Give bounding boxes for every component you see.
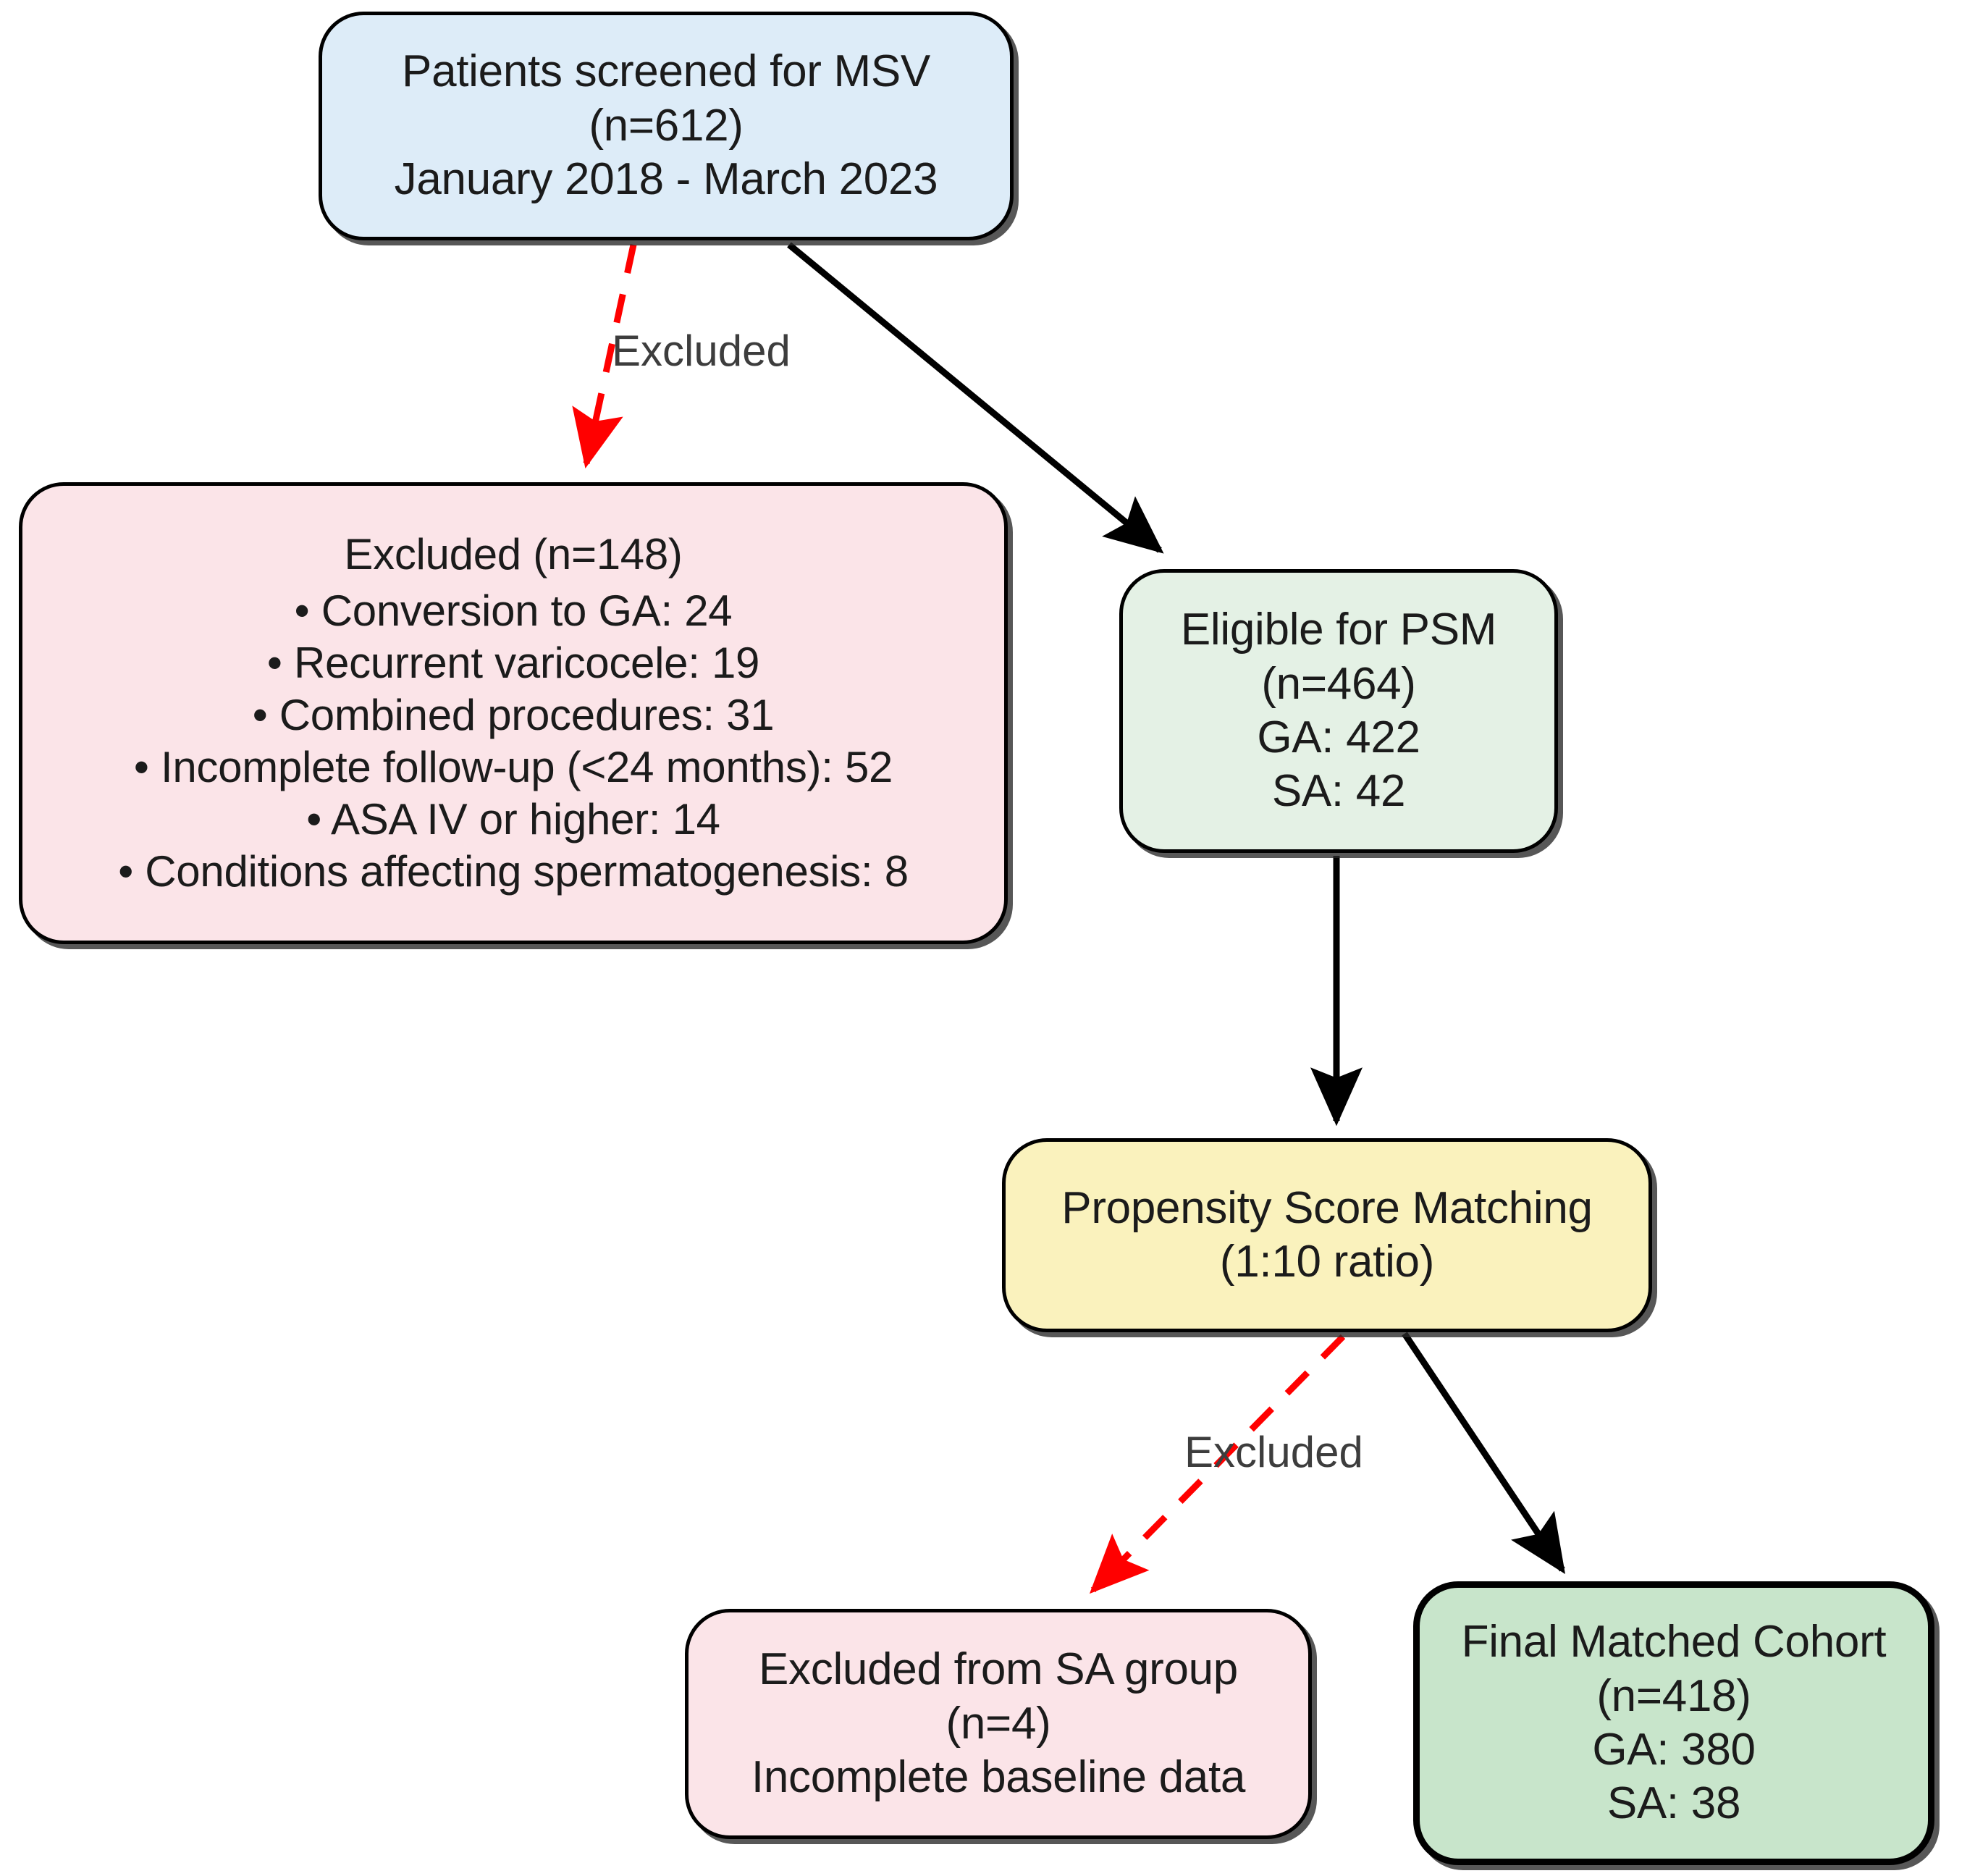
node-final-line-2: (n=418) bbox=[1596, 1670, 1751, 1721]
node-excluded-main-item-4: • Incomplete follow-up (<24 months): 52 bbox=[133, 743, 893, 791]
node-final-line-4: SA: 38 bbox=[1606, 1778, 1741, 1829]
node-propensity-score-matching[interactable]: Propensity Score Matching (1:10 ratio) bbox=[1002, 1138, 1652, 1332]
node-excluded-main-item-2: • Recurrent varicocele: 19 bbox=[266, 639, 760, 687]
node-excluded-main-item-1: • Conversion to GA: 24 bbox=[294, 586, 733, 635]
node-psm-line-1: Propensity Score Matching bbox=[1061, 1182, 1593, 1233]
node-final-line-3: GA: 380 bbox=[1592, 1725, 1756, 1775]
node-patients-screened-line-2: (n=612) bbox=[589, 100, 744, 151]
node-excluded-from-sa-group[interactable]: Excluded from SA group (n=4) Incomplete … bbox=[685, 1609, 1312, 1839]
node-eligible-line-2: (n=464) bbox=[1261, 658, 1416, 709]
node-patients-screened-line-1: Patients screened for MSV bbox=[402, 46, 930, 97]
node-final-line-1: Final Matched Cohort bbox=[1461, 1617, 1887, 1667]
node-excluded-sa-line-3: Incomplete baseline data bbox=[751, 1752, 1246, 1803]
node-eligible-line-1: Eligible for PSM bbox=[1180, 605, 1497, 655]
node-psm-line-2: (1:10 ratio) bbox=[1219, 1237, 1435, 1287]
edge-label-excluded-screened: Excluded bbox=[612, 327, 791, 375]
node-excluded-sa-line-2: (n=4) bbox=[946, 1698, 1051, 1749]
node-final-matched-cohort[interactable]: Final Matched Cohort (n=418) GA: 380 SA:… bbox=[1413, 1581, 1934, 1865]
node-excluded-main-item-5: • ASA IV or higher: 14 bbox=[306, 795, 720, 844]
node-excluded-main-title: Excluded (n=148) bbox=[344, 530, 683, 579]
edge-label-excluded-psm: Excluded bbox=[1184, 1428, 1363, 1476]
node-excluded-main-item-6: • Conditions affecting spermatogenesis: … bbox=[118, 847, 909, 896]
node-patients-screened-line-3: January 2018 - March 2023 bbox=[394, 154, 938, 205]
node-eligible-for-psm[interactable]: Eligible for PSM (n=464) GA: 422 SA: 42 bbox=[1119, 569, 1558, 853]
edge-psm-to-final bbox=[1402, 1332, 1566, 1574]
node-excluded-sa-line-1: Excluded from SA group bbox=[759, 1644, 1238, 1695]
node-patients-screened[interactable]: Patients screened for MSV (n=612) Januar… bbox=[319, 12, 1014, 240]
node-excluded-main[interactable]: Excluded (n=148) • Conversion to GA: 24 … bbox=[19, 482, 1008, 944]
node-eligible-line-4: SA: 42 bbox=[1271, 766, 1406, 817]
node-excluded-main-item-3: • Combined procedures: 31 bbox=[252, 691, 775, 739]
node-eligible-line-3: GA: 422 bbox=[1257, 712, 1420, 762]
